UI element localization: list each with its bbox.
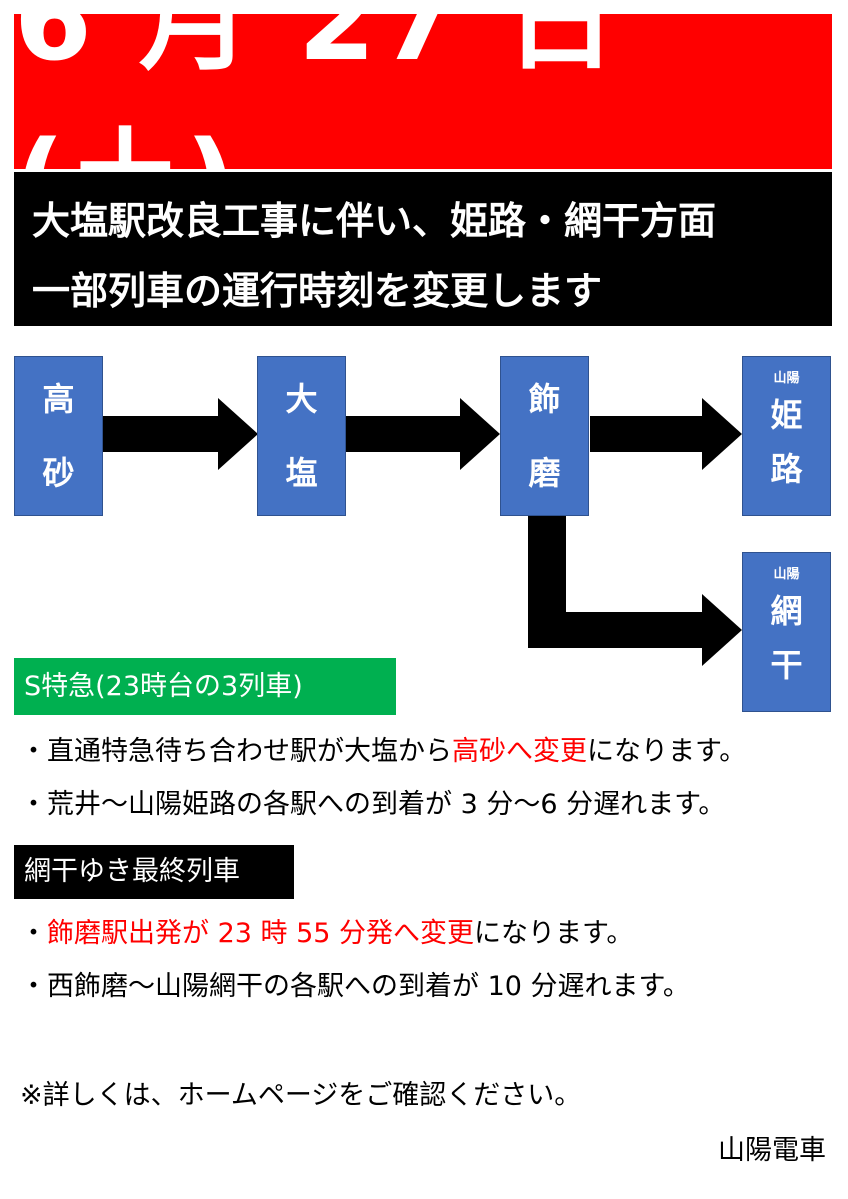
station-shikama-char-1: 飾 [528, 380, 561, 418]
section2-bullet-1-post: になります。 [474, 918, 634, 949]
section1-bullet-1-pre: ・直通特急待ち合わせ駅が大塩から [20, 736, 452, 767]
station-himeji-prefix: 山陽 [773, 371, 800, 386]
station-oshio-char-2: 塩 [285, 454, 318, 492]
section-last-train-text: 網干ゆき最終列車 [24, 856, 240, 887]
station-takasago-char-1: 高 [42, 380, 75, 418]
station-shikama-char-2: 磨 [528, 454, 561, 492]
station-sanyo-himeji: 山陽 姫 路 [742, 356, 831, 516]
date-banner: 6 月 27 日(土) [14, 0, 832, 248]
section1-bullet-1: ・直通特急待ち合わせ駅が大塩から高砂へ変更になります。 [20, 735, 746, 769]
section1-bullet-1-post: になります。 [587, 736, 747, 767]
company-name: 山陽電車 [718, 1135, 826, 1166]
headline-box: 大塩駅改良工事に伴い、姫路・網干方面 一部列車の運行時刻を変更します [14, 172, 832, 326]
station-takasago-char-2: 砂 [42, 454, 75, 492]
station-oshio: 大 塩 [257, 356, 346, 516]
section2-bullet-1-dot: ・ [20, 918, 47, 949]
headline-line-2: 一部列車の運行時刻を変更します [32, 269, 603, 313]
section2-bullet-2: ・西飾磨～山陽網干の各駅への到着が 10 分遅れます。 [20, 971, 690, 1002]
section-last-train-label: 網干ゆき最終列車 [14, 845, 294, 899]
arrow-shikama-himeji [590, 398, 742, 470]
arrow-oshio-shikama [345, 398, 500, 470]
section2-bullet-1: ・飾磨駅出発が 23 時 55 分発へ変更になります。 [20, 917, 633, 951]
station-shikama: 飾 磨 [500, 356, 589, 516]
section-s-limited-express-label: S特急(23時台の3列車) [14, 658, 396, 715]
route-diagram [103, 398, 742, 666]
section1-bullet-1-highlight: 高砂へ変更 [452, 736, 587, 767]
arrow-shikama-aboshi [528, 516, 742, 666]
station-oshio-char-1: 大 [285, 380, 318, 418]
headline-line-1: 大塩駅改良工事に伴い、姫路・網干方面 [32, 199, 717, 243]
station-sanyo-aboshi: 山陽 網 干 [742, 552, 831, 712]
station-takasago: 高 砂 [14, 356, 103, 516]
station-aboshi-char-1: 網 [770, 592, 803, 630]
homepage-note: ※詳しくは、ホームページをご確認ください。 [20, 1080, 582, 1111]
section2-bullet-1-highlight: 飾磨駅出発が 23 時 55 分発へ変更 [47, 918, 475, 949]
arrow-takasago-oshio [103, 398, 258, 470]
station-aboshi-prefix: 山陽 [773, 567, 800, 582]
station-himeji-char-2: 路 [770, 450, 803, 488]
station-aboshi-char-2: 干 [770, 646, 803, 684]
section-s-limited-express-text: S特急(23時台の3列車) [24, 671, 303, 702]
section1-bullet-2: ・荒井～山陽姫路の各駅への到着が 3 分～6 分遅れます。 [20, 789, 726, 820]
station-himeji-char-1: 姫 [770, 396, 803, 434]
